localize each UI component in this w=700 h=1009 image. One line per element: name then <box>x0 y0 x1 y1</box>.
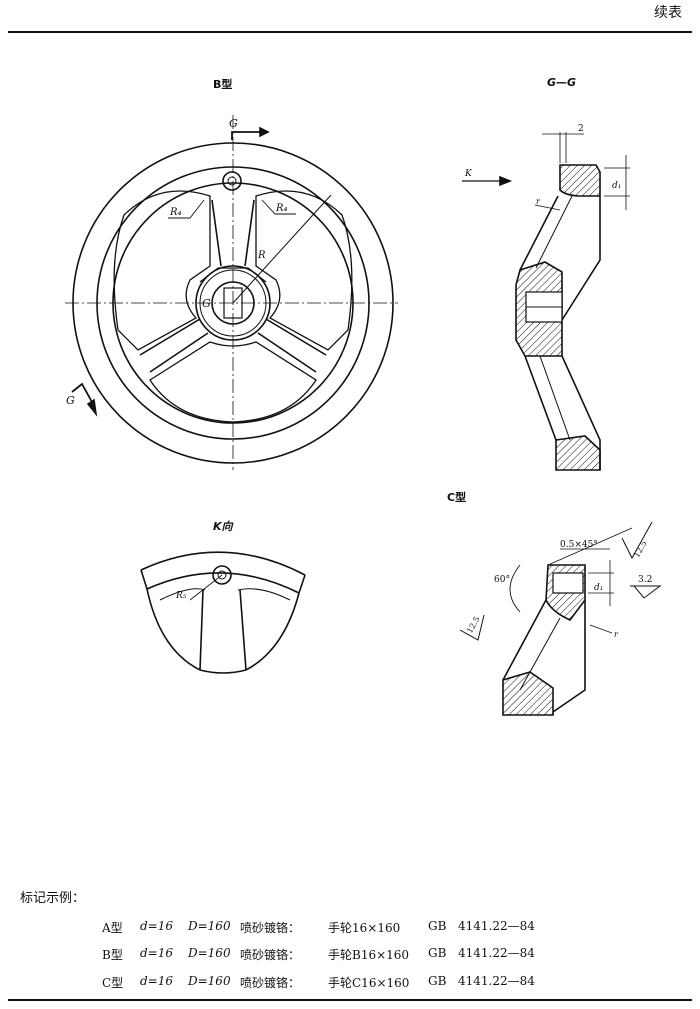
label-k: K <box>464 169 473 179</box>
top-rule <box>8 31 692 33</box>
label-g-top: G <box>229 117 238 130</box>
label-g-center: G <box>202 297 211 310</box>
label-d1-c: d₁ <box>594 583 603 593</box>
examples-title: 标记示例： <box>20 891 86 906</box>
example-name: 手轮C16×160 <box>328 976 410 990</box>
section-gg-view <box>462 132 630 471</box>
label-r-c: r <box>614 630 619 639</box>
view-c-caption: C型 <box>447 491 467 504</box>
label-r4-right: R₄ <box>275 203 288 214</box>
example-std: GB <box>428 919 447 933</box>
example-finish: 喷砂镀铬： <box>240 948 301 962</box>
example-code: 4141.22—84 <box>458 946 535 960</box>
label-r4-left: R₄ <box>169 207 182 218</box>
example-code: 4141.22—84 <box>458 974 535 988</box>
example-std: GB <box>428 974 447 988</box>
label-g-bottom: G <box>66 394 75 407</box>
label-d1-gg: d₁ <box>612 181 621 191</box>
view-b-caption: B型 <box>213 78 233 91</box>
example-D: D=160 <box>188 919 231 933</box>
roughness-3-2: 3.2 <box>638 575 652 585</box>
example-std: GB <box>428 946 447 960</box>
label-r-gg: r <box>536 197 541 206</box>
example-type: A型 <box>102 921 123 935</box>
example-d: d=16 <box>140 919 174 933</box>
example-d: d=16 <box>140 946 174 960</box>
label-r: R <box>257 250 266 261</box>
bottom-rule <box>8 999 692 1001</box>
example-d: d=16 <box>140 974 174 988</box>
chamfer-label: 0.5×45° <box>560 540 598 550</box>
example-name: 手轮B16×160 <box>328 948 410 962</box>
section-gg-caption: G—G <box>547 76 577 89</box>
example-D: D=160 <box>188 974 231 988</box>
example-finish: 喷砂镀铬： <box>240 921 301 935</box>
roughness-12-5-left: 12.5 <box>465 615 482 635</box>
example-name: 手轮16×160 <box>328 921 401 935</box>
label-r5: R₅ <box>175 591 187 601</box>
angle-60: 60° <box>494 575 510 585</box>
example-D: D=160 <box>188 946 231 960</box>
section-c-view <box>459 521 662 716</box>
roughness-12-5-top: 12.5 <box>632 539 649 559</box>
handwheel-front-view <box>65 115 398 470</box>
example-type: B型 <box>102 948 123 962</box>
view-k-caption: K向 <box>213 520 233 533</box>
continued-label: 续表 <box>654 5 682 21</box>
example-type: C型 <box>102 976 124 990</box>
k-direction-view <box>140 551 306 674</box>
example-finish: 喷砂镀铬： <box>240 976 301 990</box>
dim-2: 2 <box>578 124 584 134</box>
example-code: 4141.22—84 <box>458 919 535 933</box>
